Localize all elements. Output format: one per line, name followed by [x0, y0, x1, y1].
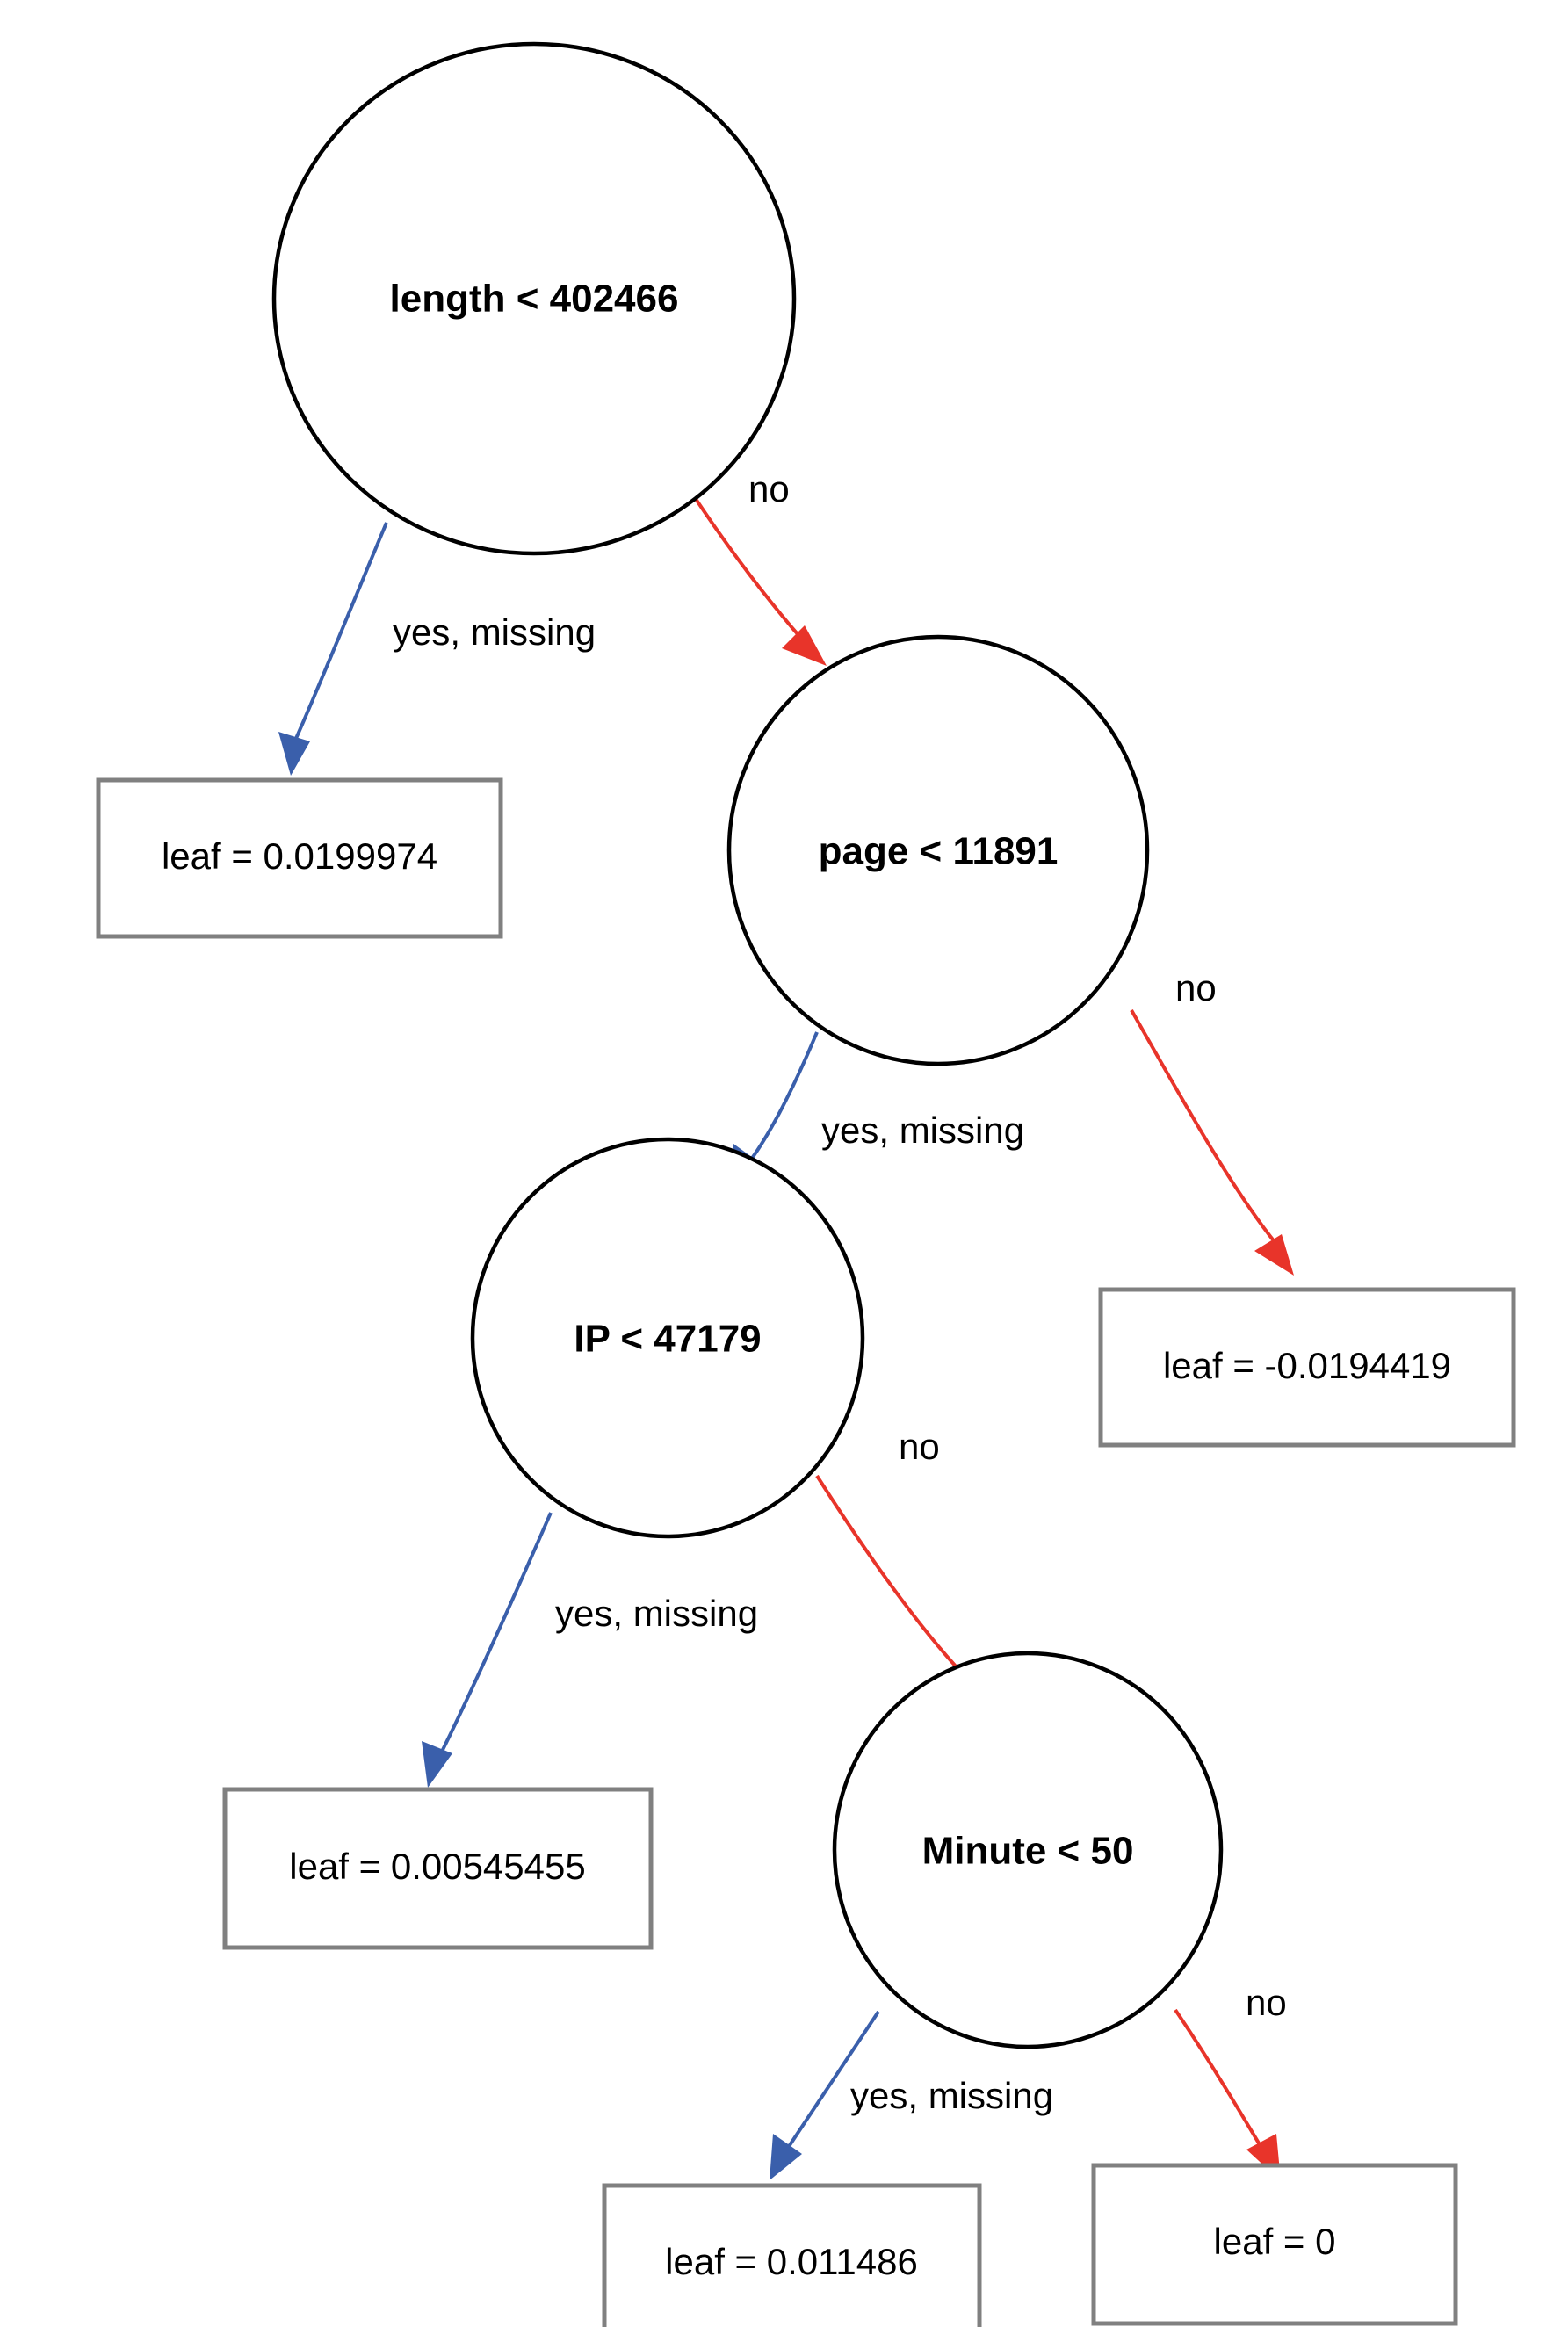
edge-path [784, 2010, 880, 2152]
node-length[interactable]: length < 402466 [271, 41, 797, 556]
arrowhead [782, 625, 827, 666]
edge-length-yes [278, 522, 388, 776]
leaf-label: leaf = 0 [1214, 2221, 1336, 2262]
leaf-0199974[interactable]: leaf = 0.0199974 [96, 777, 503, 939]
edge-label-length-no: no [748, 468, 790, 509]
node-label: length < 402466 [390, 278, 679, 321]
leaf-000545455[interactable]: leaf = 0.00545455 [222, 1787, 654, 1950]
node-label: IP < 47179 [574, 1318, 761, 1361]
edge-length-no [692, 495, 827, 666]
leaf-neg-0194419[interactable]: leaf = -0.0194419 [1098, 1287, 1516, 1448]
edge-label-page-no: no [1175, 967, 1217, 1008]
leaf-label: leaf = 0.00545455 [289, 1846, 585, 1887]
edge-minute-yes [770, 2010, 880, 2180]
node-shape[interactable] [726, 634, 1150, 1066]
arrowhead [770, 2134, 802, 2180]
edge-path [1130, 1009, 1277, 1245]
arrowhead [1254, 1234, 1294, 1276]
edge-page-no [1130, 1009, 1294, 1276]
node-shape[interactable] [470, 1137, 865, 1539]
leaf-shape[interactable] [96, 777, 503, 939]
edge-path [815, 1474, 977, 1688]
leaf-label: leaf = 0.011486 [665, 2241, 918, 2282]
edge-label-ip-yes: yes, missing [555, 1593, 758, 1634]
leaf-shape[interactable] [222, 1787, 654, 1950]
edge-minute-no [1174, 2008, 1281, 2181]
leaf-shape[interactable] [602, 2183, 982, 2327]
edge-label-minute-no: no [1246, 1982, 1287, 2023]
node-label: page < 11891 [819, 830, 1059, 873]
leaf-shape[interactable] [1091, 2163, 1458, 2326]
edge-path [692, 495, 806, 643]
edge-path [293, 522, 388, 743]
edge-path [749, 1031, 819, 1161]
node-ip[interactable]: IP < 47179 [470, 1137, 865, 1539]
node-shape[interactable] [832, 1651, 1224, 2049]
edge-path [1174, 2008, 1265, 2152]
leaf-label: leaf = -0.0194419 [1163, 1345, 1451, 1386]
edge-label-length-yes: yes, missing [393, 611, 596, 653]
edge-label-page-yes: yes, missing [821, 1109, 1024, 1151]
edge-path [437, 1512, 553, 1758]
leaf-0011486[interactable]: leaf = 0.011486 [602, 2183, 982, 2327]
edge-ip-yes [422, 1512, 553, 1788]
leaf-label: leaf = 0.0199974 [162, 835, 437, 877]
arrowhead [278, 732, 310, 776]
edge-label-ip-no: no [899, 1426, 940, 1467]
leaf-zero[interactable]: leaf = 0 [1091, 2163, 1458, 2326]
edge-label-minute-yes: yes, missing [850, 2075, 1053, 2116]
node-minute[interactable]: Minute < 50 [832, 1651, 1224, 2049]
arrowhead [422, 1741, 452, 1788]
node-shape[interactable] [271, 41, 797, 556]
node-label: Minute < 50 [922, 1830, 1134, 1873]
node-page[interactable]: page < 11891 [726, 634, 1150, 1066]
leaf-shape[interactable] [1098, 1287, 1516, 1448]
